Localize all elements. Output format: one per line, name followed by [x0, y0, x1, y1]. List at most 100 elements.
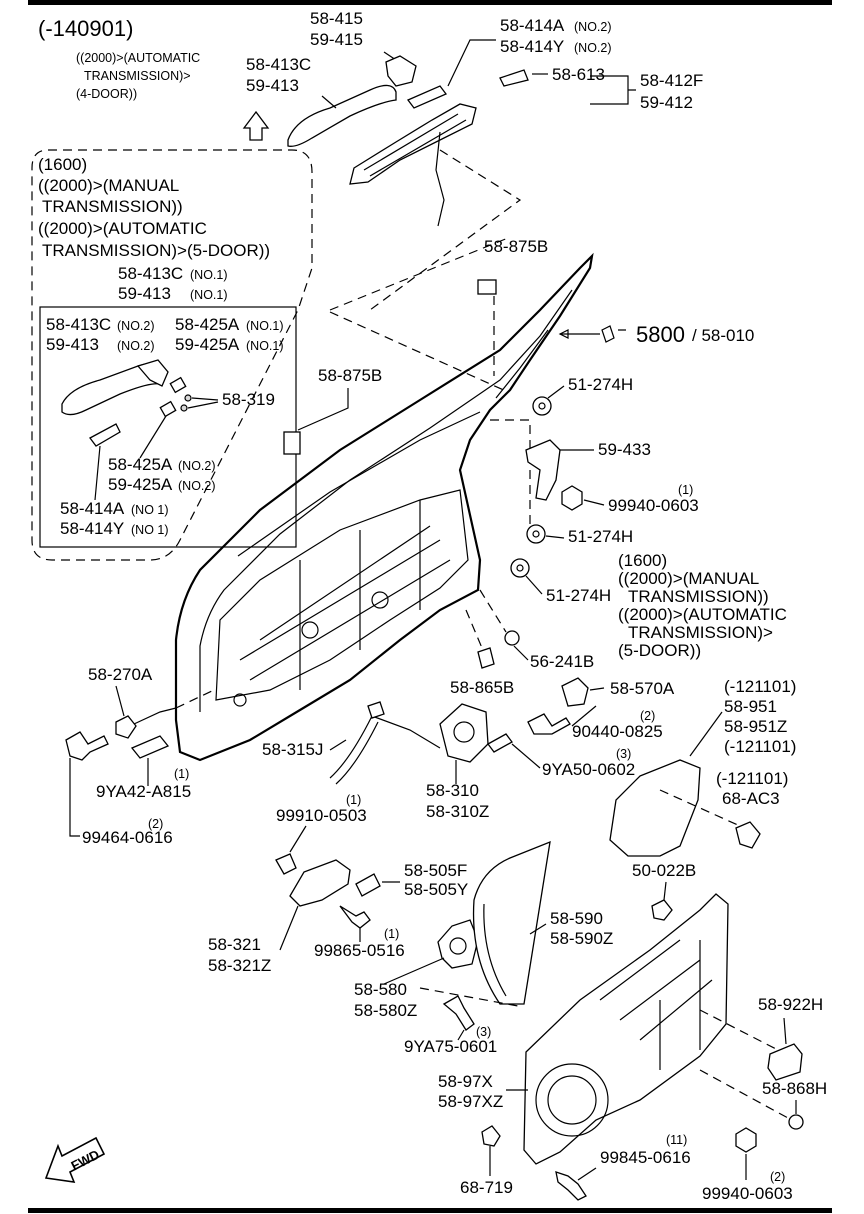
leader-90440 — [571, 705, 597, 727]
leader-58-319 — [187, 397, 219, 409]
broken-arrow-icon — [601, 325, 626, 343]
carrier-58-97x — [523, 893, 729, 1165]
label-58-413c-no2: 58-413C — [46, 315, 111, 334]
label-121101-a: (-121101) — [724, 677, 796, 696]
handle-gasket-small — [89, 423, 121, 447]
label-58-413c-no1: 58-413C — [118, 264, 183, 283]
leader-58-321 — [279, 905, 299, 951]
fwd-arrow-icon — [44, 1136, 106, 1183]
grommet-51-274h-b-hole — [532, 530, 540, 538]
label-9ya42: 9YA42-A815 — [96, 782, 191, 801]
latch-58-310-hub — [453, 721, 475, 743]
label-58-310z: 58-310Z — [426, 802, 489, 821]
screw-99910-0503 — [275, 853, 297, 875]
bezel-58-505f — [355, 873, 381, 897]
box-note-2: ((2000)>(MANUAL — [38, 176, 179, 195]
handle-small-bracket — [136, 359, 169, 387]
motor-58-580-hub — [449, 937, 467, 955]
leader-door-top2 — [329, 311, 509, 393]
label-58-414a-no2: 58-414A — [500, 16, 565, 35]
label-58-413c: 58-413C — [246, 55, 311, 74]
leader-glass-dash — [419, 987, 519, 1007]
label-58-951: 58-951 — [724, 697, 777, 716]
box-note-3: TRANSMISSION)) — [42, 197, 183, 216]
label-58-425a-no2: 58-425A — [108, 455, 173, 474]
label-58-414a-no1: 58-414A — [60, 499, 125, 518]
bolt-99464-0616 — [65, 731, 109, 761]
label-58-505f: 58-505F — [404, 861, 467, 880]
carrier-ribs — [599, 939, 713, 1070]
note-top-left-2: TRANSMISSION)> — [84, 69, 191, 83]
striker-58-570a — [561, 677, 589, 707]
leader-58-414a-no2 — [447, 39, 496, 87]
leader-door-top — [329, 237, 509, 311]
label-58-321z: 58-321Z — [208, 956, 271, 975]
leader-99940-0603-a — [583, 499, 605, 506]
label-5800: 5800 — [636, 322, 685, 347]
leader-door-right — [490, 419, 531, 540]
right-note-6: (5-DOOR)) — [618, 641, 701, 660]
label-58-414y-no2-qty: (NO.2) — [574, 41, 612, 55]
label-90440: 90440-0825 — [572, 722, 663, 741]
cap-small-1 — [169, 376, 187, 394]
leader-51-274h-b — [545, 535, 565, 539]
screw-99865-0516 — [339, 905, 371, 929]
cable-58-315j-b — [335, 721, 379, 785]
header-code: (-140901) — [38, 16, 133, 41]
label-58-321: 58-321 — [208, 935, 261, 954]
box-note-1: (1600) — [38, 155, 87, 174]
label-58-868h: 58-868H — [762, 1079, 827, 1098]
leader-58-315j — [329, 739, 347, 751]
label-121101-b: (-121101) — [724, 737, 796, 756]
leader-58-865b-dash — [465, 609, 483, 649]
leader-9ya50 — [511, 743, 541, 769]
leader-checker-dash — [175, 689, 215, 709]
label-59-425a-no1-qty: (NO.1) — [246, 339, 284, 353]
box-note-5: TRANSMISSION)>(5-DOOR)) — [42, 241, 270, 260]
latch-58-310 — [439, 703, 489, 763]
label-58-922h: 58-922H — [758, 995, 823, 1014]
label-121101-c: (-121101) — [716, 769, 788, 788]
right-note-4: ((2000)>(AUTOMATIC — [618, 605, 787, 624]
label-99910-qty: (1) — [346, 793, 361, 807]
label-99940-0603-a-qty: (1) — [678, 483, 693, 497]
right-note-2: ((2000)>(MANUAL — [618, 569, 759, 588]
label-99910: 99910-0503 — [276, 806, 367, 825]
label-56-241b: 56-241B — [530, 652, 594, 671]
label-58-97xz: 58-97XZ — [438, 1092, 503, 1111]
speaker-opening-inner — [547, 1075, 597, 1125]
label-68-719: 68-719 — [460, 1178, 513, 1197]
label-58-412f: 58-412F — [640, 71, 703, 90]
label-51-274h-c: 51-274H — [546, 586, 611, 605]
outer-handle — [287, 84, 397, 147]
handle-gasket — [406, 85, 448, 109]
label-58-875b-b: 58-875B — [318, 366, 382, 385]
bumper-58-865b — [477, 647, 495, 669]
door-belt-line — [237, 411, 481, 557]
film-58-951 — [609, 759, 701, 857]
label-58-425a-no1-qty: (NO.1) — [246, 319, 284, 333]
label-59-425a-no1: 59-425A — [175, 335, 240, 354]
checker-arm — [133, 707, 177, 725]
bottom-rule — [28, 1208, 832, 1213]
clip-50-022b — [651, 899, 673, 921]
label-58-951z: 58-951Z — [724, 717, 787, 736]
label-58-580z: 58-580Z — [354, 1001, 417, 1020]
label-58-414y-no1: 58-414Y — [60, 519, 124, 538]
leader-99845 — [577, 1167, 597, 1181]
label-58-580: 58-580 — [354, 980, 407, 999]
leader-58-425a-no2 — [139, 415, 167, 459]
bolt-9ya42-a815 — [130, 735, 170, 759]
plug-58-868h — [788, 1114, 804, 1130]
nut-99940-0603-a — [561, 485, 583, 511]
seal-58-922h — [767, 1043, 803, 1081]
door-inner-panel — [215, 489, 469, 701]
label-99464: 99464-0616 — [82, 828, 173, 847]
leader-58-875b-b — [297, 388, 349, 431]
label-59-415: 59-415 — [310, 30, 363, 49]
label-99940-0603-b: 99940-0603 — [702, 1184, 793, 1203]
label-58-505y: 58-505Y — [404, 880, 468, 899]
label-9ya50: 9YA50-0602 — [542, 760, 635, 779]
checker-58-270a — [115, 715, 137, 739]
label-58-413c-no2-qty: (NO.2) — [117, 319, 155, 333]
